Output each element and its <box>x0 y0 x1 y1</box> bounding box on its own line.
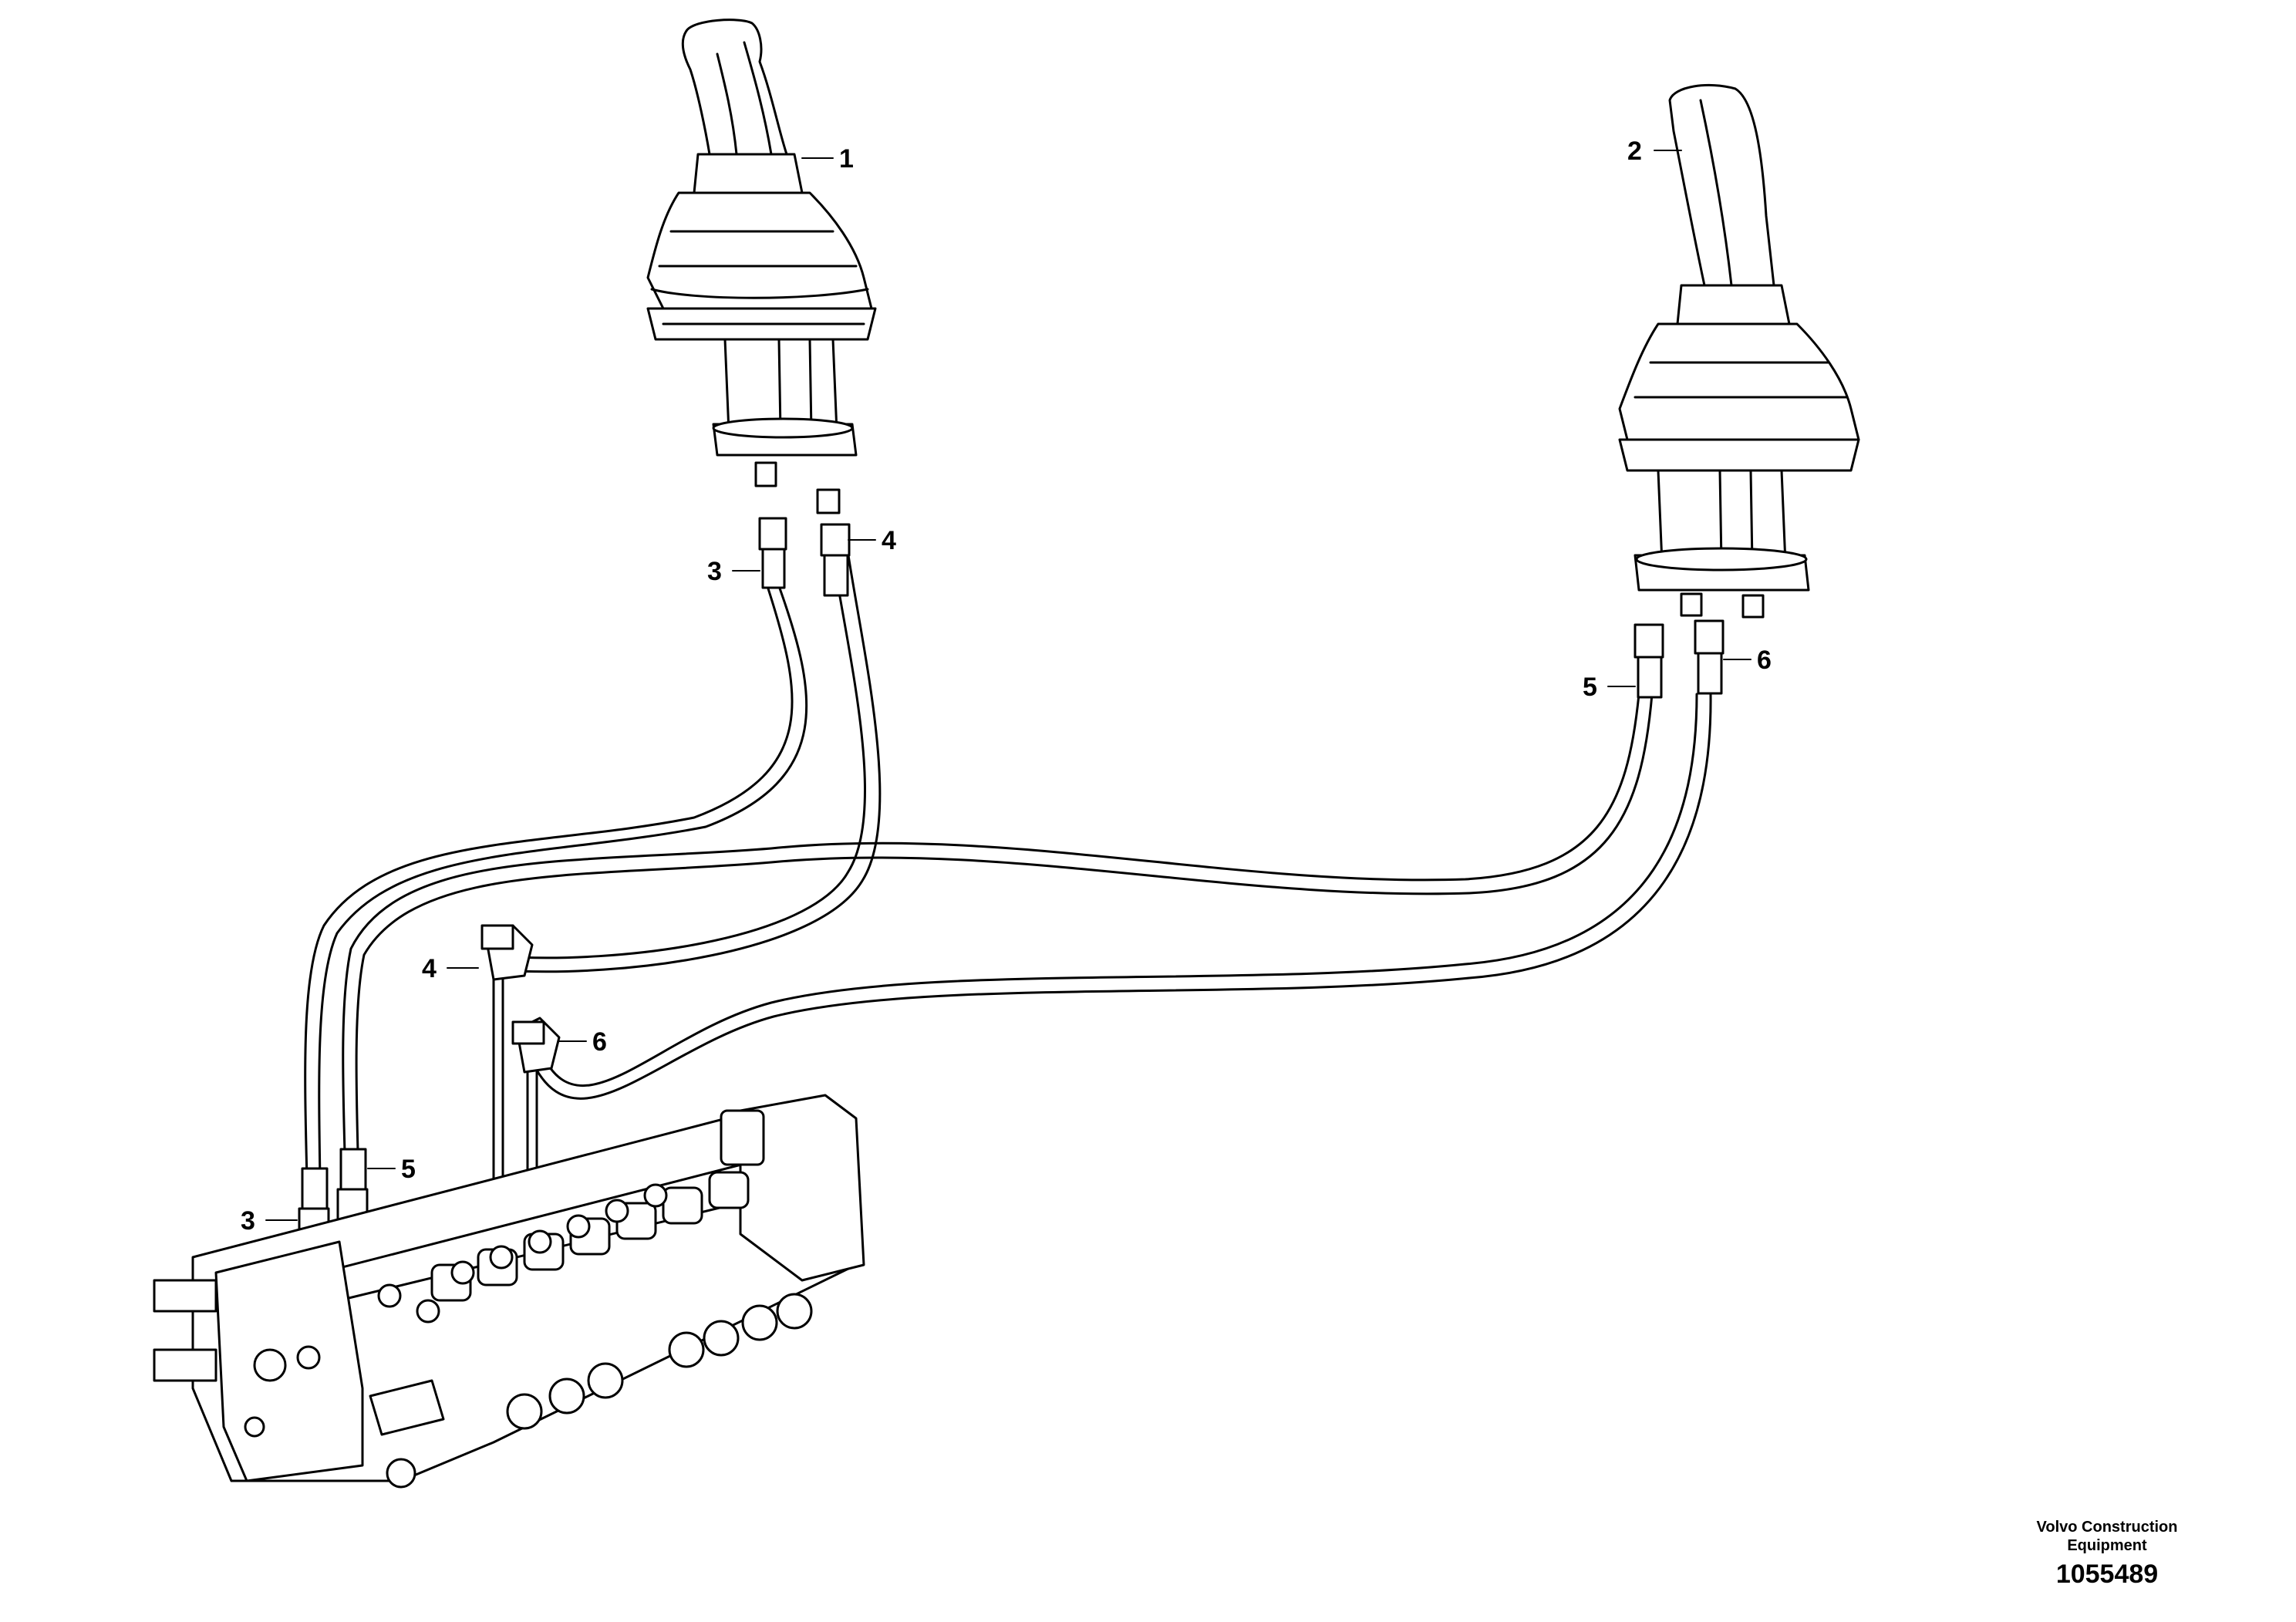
callout-4-top: 4 <box>882 526 896 555</box>
brand-line-1: Volvo Construction <box>2036 1519 2178 1536</box>
callout-numbers: 1 2 3 4 5 6 4 6 3 5 <box>241 137 1772 1236</box>
callout-5-top: 5 <box>1583 673 1597 702</box>
left-joystick <box>646 19 877 514</box>
callout-6-top: 6 <box>1757 646 1772 675</box>
drawing-number: 1055489 <box>2055 1560 2159 1589</box>
callout-3-valve: 3 <box>241 1206 255 1236</box>
callout-1: 1 <box>839 144 854 174</box>
hydraulic-hoses <box>304 554 1712 1182</box>
brand-line-2: Equipment <box>2067 1537 2147 1554</box>
callout-5-valve: 5 <box>401 1155 416 1184</box>
callout-6-elbow: 6 <box>592 1027 607 1057</box>
callout-2: 2 <box>1627 137 1642 166</box>
drawing-footer: Volvo Construction Equipment 1055489 <box>1945 0 2269 1622</box>
right-joystick <box>1618 83 1860 619</box>
brand-block: Volvo Construction Equipment <box>1945 1518 2269 1555</box>
hose-fittings <box>298 517 1725 1243</box>
control-valve-block <box>153 1094 865 1489</box>
callout-leaders <box>265 150 1752 1221</box>
callout-4-elbow: 4 <box>422 954 437 983</box>
callout-3-top: 3 <box>707 557 722 586</box>
